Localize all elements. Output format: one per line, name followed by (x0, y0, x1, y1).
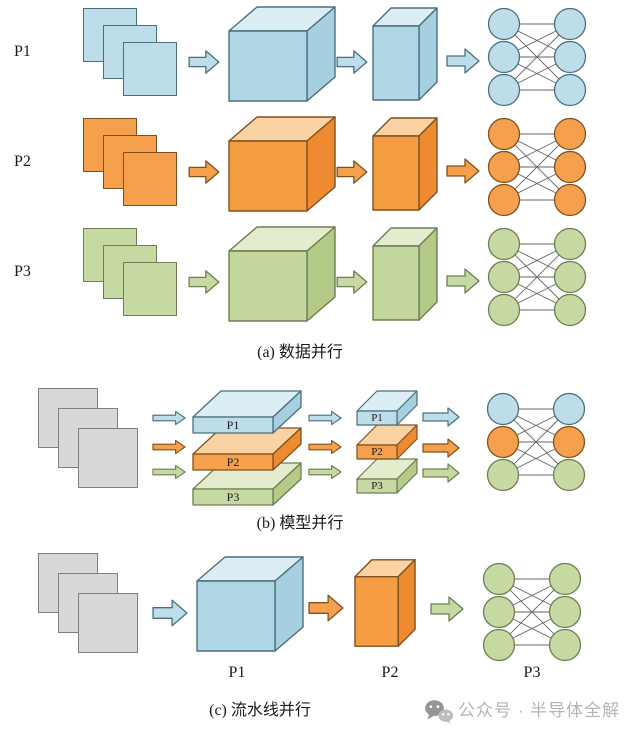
tensor-cube-graphic (228, 116, 336, 212)
row-label-p3: P3 (14, 263, 31, 280)
data-square (123, 152, 177, 206)
pipeline-stage3-network (482, 562, 582, 662)
tensor-slice-graphic (372, 7, 438, 101)
stage-label-p2: P2 (381, 664, 399, 681)
data-square (123, 42, 177, 96)
right-arrow-icon (152, 597, 188, 629)
stage-label-p1: P1 (228, 664, 246, 681)
tensor-slice-graphic (372, 117, 438, 211)
data-square (123, 262, 177, 316)
data-batch-stack-p2 (83, 118, 183, 210)
caption-pipeline-parallelism: (c) 流水线并行 (209, 702, 311, 719)
right-arrow-icon (446, 266, 480, 296)
right-arrow-icon (422, 407, 460, 427)
stage-label-p3: P3 (523, 664, 541, 681)
right-arrow-icon (336, 269, 368, 295)
caption-model-parallelism: (b) 模型并行 (256, 515, 344, 532)
tensor-cube-graphic (228, 226, 336, 322)
neural-network-graphic (487, 227, 587, 327)
slab-small-label-p1: P1 (371, 412, 383, 424)
watermark-text: 公众号 · 半导体全解 (458, 701, 621, 720)
tensor-slice-graphic (372, 227, 438, 321)
data-square (78, 593, 138, 653)
neural-network-graphic (487, 117, 587, 217)
wechat-icon (424, 699, 454, 724)
neural-network-graphic (486, 392, 586, 492)
slab-label-p3: P3 (226, 490, 240, 504)
data-square (78, 428, 138, 488)
right-arrow-icon (422, 463, 460, 483)
caption-data-parallelism: (a) 数据并行 (257, 344, 343, 361)
right-arrow-icon (308, 593, 344, 623)
right-arrow-icon (446, 46, 480, 76)
row-label-p1: P1 (14, 43, 31, 60)
right-arrow-icon (152, 410, 186, 426)
input-batch-stack (38, 553, 138, 653)
right-arrow-icon (430, 594, 464, 624)
row-label-p2: P2 (14, 153, 31, 170)
right-arrow-icon (308, 410, 342, 426)
slab-label-p2: P2 (226, 455, 240, 469)
right-arrow-icon (336, 159, 368, 185)
right-arrow-icon (152, 439, 186, 455)
right-arrow-icon (336, 49, 368, 75)
slab-small-label-p3: P3 (371, 480, 383, 492)
right-arrow-icon (446, 156, 480, 186)
right-arrow-icon (422, 438, 460, 458)
pipeline-stage2-box (354, 551, 416, 655)
input-batch-stack (38, 388, 138, 488)
tensor-cube-graphic (228, 6, 336, 102)
right-arrow-icon (308, 439, 342, 455)
pipeline-stage1-cube (196, 554, 304, 654)
neural-network-graphic (487, 7, 587, 107)
right-arrow-icon (152, 464, 186, 480)
right-arrow-icon (188, 159, 220, 185)
slab-label-p1: P1 (226, 418, 240, 432)
right-arrow-icon (188, 269, 220, 295)
right-arrow-icon (308, 464, 342, 480)
data-batch-stack-p1 (83, 8, 183, 100)
data-batch-stack-p3 (83, 228, 183, 320)
right-arrow-icon (188, 49, 220, 75)
slab-small-label-p2: P2 (371, 446, 383, 458)
